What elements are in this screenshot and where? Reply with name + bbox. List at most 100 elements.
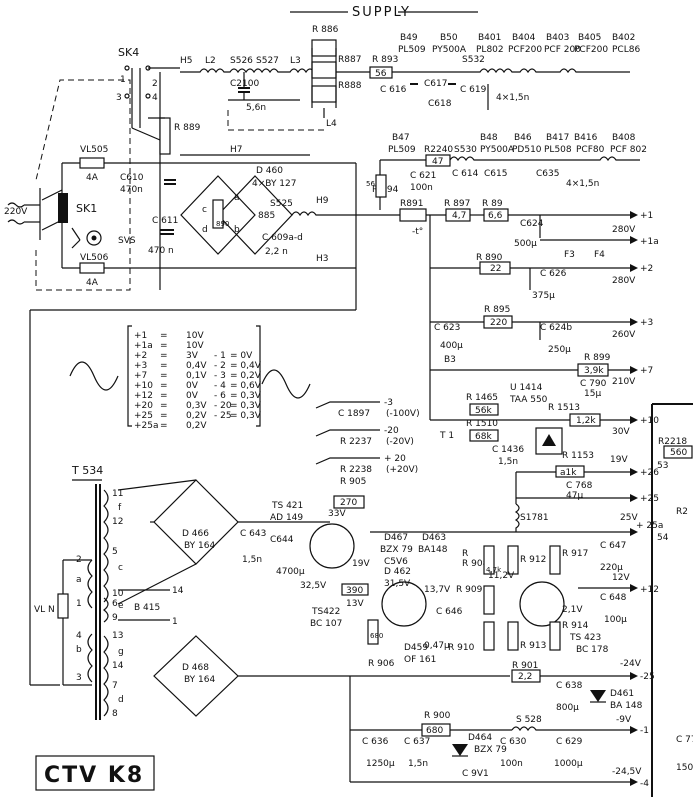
svg-text:1: 1 bbox=[76, 599, 82, 609]
svg-text:470 n: 470 n bbox=[148, 246, 174, 256]
svg-text:C 637: C 637 bbox=[404, 737, 430, 747]
svg-text:1250µ: 1250µ bbox=[366, 759, 395, 769]
svg-text:R 905: R 905 bbox=[340, 477, 366, 487]
svg-text:B416: B416 bbox=[574, 133, 598, 143]
svg-text:13: 13 bbox=[112, 631, 123, 641]
model-label: CTV K8 bbox=[44, 763, 144, 788]
table-cell: +25 bbox=[134, 411, 153, 421]
svg-text:-20: -20 bbox=[384, 426, 399, 436]
svg-text:B417: B417 bbox=[546, 133, 569, 143]
svg-text:0,47µ: 0,47µ bbox=[424, 641, 450, 651]
sine-wave-left bbox=[69, 361, 119, 391]
svg-text:R 1465: R 1465 bbox=[466, 393, 498, 403]
table-cell: = 0,3V bbox=[230, 401, 262, 411]
svg-text:22: 22 bbox=[490, 264, 501, 274]
svg-text:260V: 260V bbox=[612, 330, 636, 340]
svg-text:H5: H5 bbox=[180, 56, 193, 66]
adjacent-board: R2218 560 53 R2 54 C 77 150 bbox=[651, 403, 693, 797]
svg-text:C 648: C 648 bbox=[600, 593, 627, 603]
svg-text:b: b bbox=[234, 225, 240, 235]
table-cell: 10V bbox=[186, 341, 204, 351]
svg-text:C618: C618 bbox=[428, 99, 452, 109]
svg-text:47µ: 47µ bbox=[566, 491, 583, 501]
svg-text:C644: C644 bbox=[270, 535, 294, 545]
table-cell: 3V bbox=[186, 351, 199, 361]
fuse-b-label: VL506 bbox=[80, 253, 109, 263]
svg-text:+10: +10 bbox=[640, 416, 659, 426]
svg-text:68k: 68k bbox=[475, 432, 492, 442]
table-cell: - 2 bbox=[214, 361, 226, 371]
svg-text:R 2237: R 2237 bbox=[340, 437, 372, 447]
table-cell: = 0,4V bbox=[230, 361, 262, 371]
svg-text:D 462: D 462 bbox=[384, 567, 411, 577]
svg-text:9: 9 bbox=[112, 613, 118, 623]
svg-text:PL508: PL508 bbox=[544, 145, 572, 155]
svg-text:F3: F3 bbox=[564, 250, 575, 260]
svg-text:AD 149: AD 149 bbox=[270, 513, 303, 523]
svg-text:+7: +7 bbox=[640, 366, 653, 376]
svg-text:C617: C617 bbox=[424, 79, 447, 89]
svg-text:PL509: PL509 bbox=[398, 45, 426, 55]
filter-chain: H5 L2 S526 S527 L3 C2100 5,6n R 886 R887… bbox=[148, 25, 370, 290]
svg-text:+12: +12 bbox=[640, 585, 659, 595]
page-title: SUPPLY bbox=[352, 5, 411, 20]
indicator-lamp bbox=[86, 230, 102, 246]
svg-text:R 909: R 909 bbox=[456, 585, 483, 595]
svg-text:12V: 12V bbox=[612, 573, 630, 583]
svg-text:14: 14 bbox=[172, 586, 184, 596]
svg-text:C 609a-d: C 609a-d bbox=[262, 233, 303, 243]
svg-text:R891: R891 bbox=[400, 199, 423, 209]
svg-text:56k: 56k bbox=[475, 406, 492, 416]
svg-text:C 77: C 77 bbox=[676, 735, 693, 745]
table-cell: = 0,2V bbox=[230, 371, 262, 381]
rail-26-25: R 1153 a1k 19V +26 C 768 47µ +25 S1781 2… bbox=[370, 451, 663, 536]
svg-text:2: 2 bbox=[152, 79, 158, 89]
svg-text:S 528: S 528 bbox=[516, 715, 542, 725]
table-cell: = bbox=[160, 361, 168, 371]
svg-text:R2: R2 bbox=[676, 507, 688, 517]
table-cell: +1a bbox=[134, 341, 153, 351]
svg-text:2: 2 bbox=[76, 555, 82, 565]
regulator-ts421: TS 421 AD 149 R 905 270 33V C 643 1,5n C… bbox=[240, 477, 659, 669]
svg-text:R 897: R 897 bbox=[444, 199, 470, 209]
svg-text:C 621: C 621 bbox=[410, 171, 436, 181]
svg-text:2,1V: 2,1V bbox=[562, 605, 583, 615]
svg-text:R 2238: R 2238 bbox=[340, 465, 372, 475]
table-cell: +12 bbox=[134, 391, 153, 401]
svg-text:B50: B50 bbox=[440, 33, 458, 43]
svg-text:10: 10 bbox=[112, 589, 124, 599]
svg-text:R2240: R2240 bbox=[424, 145, 453, 155]
svg-text:C 630: C 630 bbox=[500, 737, 527, 747]
svg-text:C 624b: C 624b bbox=[540, 323, 572, 333]
svg-text:+3: +3 bbox=[640, 318, 653, 328]
svg-text:R 910: R 910 bbox=[448, 643, 475, 653]
table-cell: = 0,3V bbox=[230, 411, 262, 421]
svg-text:270: 270 bbox=[340, 498, 357, 508]
svg-text:1,5n: 1,5n bbox=[498, 457, 518, 467]
svg-text:-4: -4 bbox=[640, 779, 649, 789]
table-cell: = bbox=[160, 411, 168, 421]
svg-text:R 889: R 889 bbox=[174, 123, 201, 133]
fuse-a-label: VL505 bbox=[80, 145, 108, 155]
table-cell: - 4 bbox=[214, 381, 226, 391]
svg-text:375µ: 375µ bbox=[532, 291, 555, 301]
svg-text:D467: D467 bbox=[384, 533, 408, 543]
table-cell: = bbox=[160, 371, 168, 381]
svg-text:3,9k: 3,9k bbox=[584, 366, 604, 376]
svg-text:C5V6: C5V6 bbox=[384, 557, 408, 567]
svg-text:C 616: C 616 bbox=[380, 85, 407, 95]
svg-text:a: a bbox=[76, 575, 82, 585]
svg-text:C 768: C 768 bbox=[566, 481, 593, 491]
svg-text:R 906: R 906 bbox=[368, 659, 395, 669]
svg-text:30V: 30V bbox=[612, 427, 630, 437]
svg-text:53: 53 bbox=[657, 461, 668, 471]
model-label-box bbox=[35, 755, 155, 791]
svg-text:R 890: R 890 bbox=[476, 253, 503, 263]
svg-text:PCF200: PCF200 bbox=[508, 45, 542, 55]
svg-text:L4: L4 bbox=[326, 119, 337, 129]
table-cell: = 0,6V bbox=[230, 381, 262, 391]
svg-text:R: R bbox=[462, 549, 468, 559]
svg-text:C 611: C 611 bbox=[152, 216, 178, 226]
svg-text:R 914: R 914 bbox=[562, 621, 589, 631]
